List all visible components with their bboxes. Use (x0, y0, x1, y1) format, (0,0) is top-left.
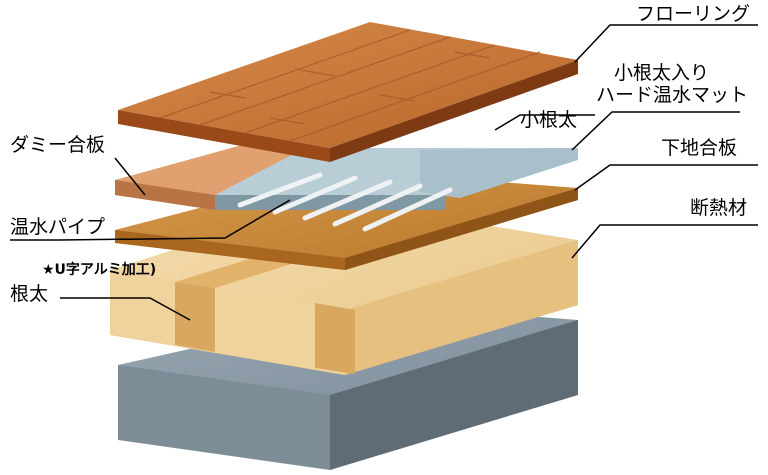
label-hot-water-pipe: 温水パイプ (10, 216, 106, 238)
label-dummy-plywood: ダミー合板 (10, 134, 106, 156)
leader-insulation (571, 224, 758, 259)
leader-mat (571, 111, 740, 151)
leader-pipe (10, 199, 291, 241)
leader-base-plywood (574, 164, 758, 191)
flooring-layer (118, 22, 578, 162)
label-insulation: 断熱材 (690, 197, 748, 219)
leader-joist (60, 297, 191, 321)
label-hard-mat: 小根太入り ハード温水マット (596, 62, 749, 107)
label-sub-joist: 小根太 (520, 109, 578, 131)
label-hard-mat-line1: 小根太入り (614, 62, 710, 84)
leader-lines (10, 24, 758, 321)
label-aluminum-note: ★U字アルミ加工) (42, 262, 157, 278)
leader-flooring (574, 24, 758, 63)
label-flooring: フローリング (636, 3, 751, 25)
label-hard-mat-line2: ハード温水マット (596, 83, 749, 106)
leader-dummy-plywood (114, 157, 146, 196)
dummy-plywood (115, 140, 305, 210)
label-joist: 根太 (10, 283, 49, 305)
label-base-plywood: 下地合板 (661, 137, 738, 159)
leader-sub-joist (494, 114, 595, 131)
hot-water-mat (215, 148, 578, 232)
